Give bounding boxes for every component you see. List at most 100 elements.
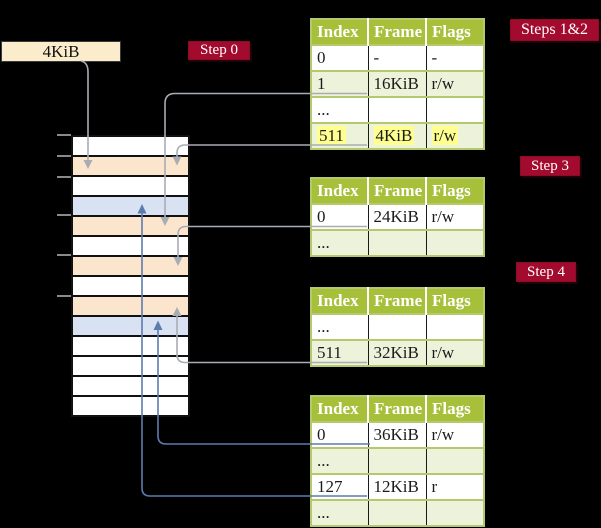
- cell-flags: r/w: [426, 122, 484, 149]
- cell-flags: [426, 96, 484, 123]
- col-header-flags: Flags: [426, 19, 484, 45]
- memory-row: [73, 337, 188, 357]
- cell-flags: [426, 313, 484, 340]
- cell-index: 511: [311, 122, 369, 149]
- highlighted-flags: r/w: [431, 126, 459, 145]
- cell-flags: r/w: [426, 339, 484, 366]
- badge-steps12-text: Steps 1&2: [520, 21, 589, 38]
- badge-step3-text: Step 3: [531, 157, 569, 174]
- memory-row: [73, 197, 188, 217]
- memory-row: [73, 217, 188, 237]
- memory-row: [73, 177, 188, 197]
- badge-step4-text: Step 4: [527, 263, 565, 280]
- badge-step3: Step 3: [520, 156, 580, 176]
- memory-row: [73, 257, 188, 277]
- table-header-row: Index Frame Flags: [311, 178, 484, 204]
- memory-row: [73, 137, 188, 157]
- col-header-frame: Frame: [368, 19, 427, 45]
- cell-index: ...: [311, 96, 369, 123]
- page-size-label-text: 4KiB: [42, 41, 80, 61]
- address-tick: [57, 295, 71, 297]
- cell-index: ...: [311, 499, 369, 526]
- cell-flags: [426, 447, 484, 474]
- col-header-flags: Flags: [426, 178, 484, 204]
- memory-row: [73, 157, 188, 177]
- cell-index: ...: [311, 447, 369, 474]
- address-tick: [57, 134, 71, 136]
- cell-index: ...: [311, 229, 369, 256]
- cell-frame: 36KiB: [368, 421, 427, 448]
- page-size-label: 4KiB: [1, 41, 121, 62]
- cell-index: 0: [311, 44, 369, 71]
- memory-row: [73, 397, 188, 415]
- table-row: 1 16KiB r/w: [311, 70, 484, 97]
- cell-flags: r/w: [426, 70, 484, 97]
- highlighted-index: 511: [317, 126, 346, 145]
- cell-frame: -: [368, 44, 427, 71]
- cell-index: 0: [311, 421, 369, 448]
- cell-index: 127: [311, 473, 369, 500]
- memory-row: [73, 277, 188, 297]
- table-row: ...: [311, 447, 484, 474]
- cell-frame: [368, 313, 427, 340]
- table-row: ...: [311, 229, 484, 256]
- physical-memory-column: [71, 135, 190, 417]
- col-header-frame: Frame: [368, 396, 427, 422]
- col-header-index: Index: [311, 19, 369, 45]
- badge-step4: Step 4: [516, 262, 576, 282]
- col-header-frame: Frame: [368, 288, 427, 314]
- cell-frame: [368, 499, 427, 526]
- cell-frame: 24KiB: [368, 203, 427, 230]
- cell-flags: [426, 499, 484, 526]
- cell-frame: [368, 229, 427, 256]
- table-row: 0 - -: [311, 44, 484, 71]
- col-header-flags: Flags: [426, 288, 484, 314]
- cell-frame: 16KiB: [368, 70, 427, 97]
- memory-row: [73, 297, 188, 317]
- cell-frame: [368, 96, 427, 123]
- memory-row: [73, 357, 188, 377]
- page-table-4: Index Frame Flags 0 36KiB r/w ... 127 12…: [310, 395, 485, 527]
- table-row: 127 12KiB r: [311, 473, 484, 500]
- table-row: 0 36KiB r/w: [311, 421, 484, 448]
- col-header-index: Index: [311, 178, 369, 204]
- address-tick: [57, 214, 71, 216]
- badge-steps12: Steps 1&2: [510, 19, 599, 41]
- cell-index: 0: [311, 203, 369, 230]
- cell-frame: 4KiB: [368, 122, 427, 149]
- address-tick: [57, 155, 71, 157]
- col-header-index: Index: [311, 288, 369, 314]
- table-row-highlighted: 511 4KiB r/w: [311, 122, 484, 149]
- page-table-1: Index Frame Flags 0 - - 1 16KiB r/w ... …: [310, 18, 485, 150]
- table-row: ...: [311, 499, 484, 526]
- table-row: ...: [311, 313, 484, 340]
- memory-row: [73, 237, 188, 257]
- table-header-row: Index Frame Flags: [311, 19, 484, 45]
- memory-row: [73, 377, 188, 397]
- highlighted-frame: 4KiB: [373, 126, 415, 145]
- table-row: 511 32KiB r/w: [311, 339, 484, 366]
- table-header-row: Index Frame Flags: [311, 396, 484, 422]
- cell-flags: r/w: [426, 203, 484, 230]
- cell-flags: [426, 229, 484, 256]
- cell-index: 511: [311, 339, 369, 366]
- address-tick: [57, 176, 71, 178]
- col-header-frame: Frame: [368, 178, 427, 204]
- cell-flags: r: [426, 473, 484, 500]
- cell-index: ...: [311, 313, 369, 340]
- page-table-3: Index Frame Flags ... 511 32KiB r/w: [310, 287, 485, 367]
- table-header-row: Index Frame Flags: [311, 288, 484, 314]
- cell-flags: -: [426, 44, 484, 71]
- cell-frame: [368, 447, 427, 474]
- badge-step0: Step 0: [188, 41, 250, 60]
- table-row: ...: [311, 96, 484, 123]
- cell-index: 1: [311, 70, 369, 97]
- memory-row: [73, 317, 188, 337]
- table-row: 0 24KiB r/w: [311, 203, 484, 230]
- page-table-2: Index Frame Flags 0 24KiB r/w ...: [310, 177, 485, 257]
- badge-step0-text: Step 0: [200, 42, 238, 58]
- cell-frame: 32KiB: [368, 339, 427, 366]
- col-header-flags: Flags: [426, 396, 484, 422]
- address-tick: [57, 254, 71, 256]
